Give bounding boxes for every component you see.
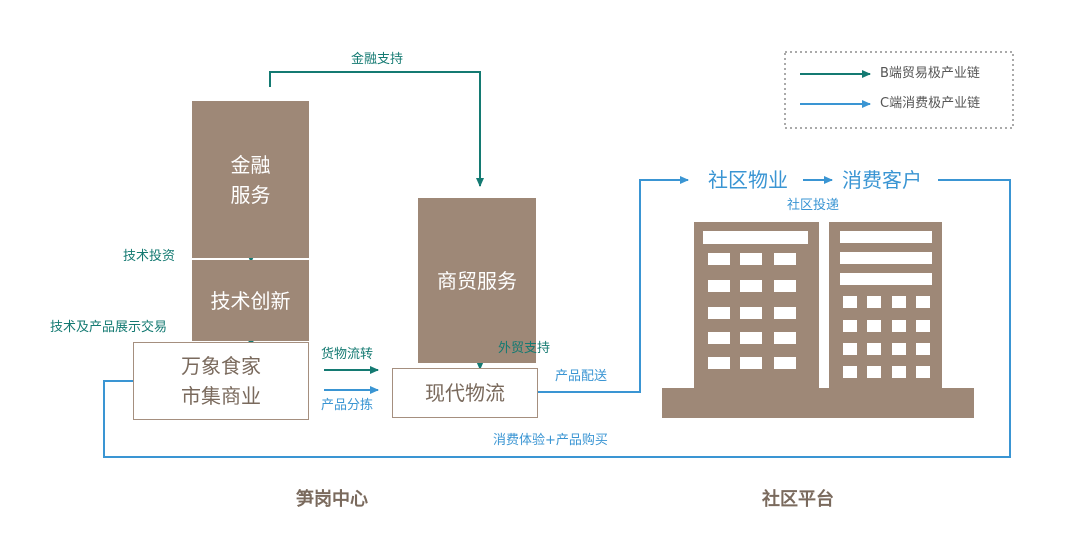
consumer-label: 消费客户 [842, 168, 922, 192]
goods-flow-label: 货物流转 [321, 347, 374, 362]
community-building-icon [662, 222, 974, 418]
legend-border [784, 51, 1014, 129]
trade-service-node: 商贸服务 [418, 198, 536, 363]
community-property-label: 社区物业 [708, 168, 788, 192]
consumption-loop-arrow [103, 179, 1011, 458]
finance-service-node: 金融 服务 [192, 101, 309, 258]
product-delivery-arrow [538, 176, 689, 393]
foreign-trade-label: 外贸支持 [498, 341, 551, 356]
footer-right-label: 社区平台 [762, 489, 834, 510]
product-delivery-label: 产品配送 [555, 369, 608, 384]
financial-support-arrow [269, 71, 484, 187]
logistics-node: 现代物流 [392, 368, 538, 418]
product-sorting-label: 产品分拣 [321, 398, 374, 413]
tech-exhibition-label: 技术及产品展示交易 [50, 320, 168, 335]
legend-c-label: C端消费极产业链 [880, 96, 981, 111]
market-node: 万象食家 市集商业 [133, 342, 309, 420]
consumption-experience-label: 消费体验+产品购买 [493, 433, 608, 448]
legend-b-label: B端贸易极产业链 [880, 66, 980, 81]
financial-support-label: 金融支持 [351, 52, 404, 67]
community-delivery-label: 社区投递 [787, 198, 840, 213]
tech-investment-label: 技术投资 [123, 249, 176, 264]
tech-innovation-node: 技术创新 [192, 260, 309, 341]
footer-left-label: 笋岗中心 [296, 489, 368, 510]
